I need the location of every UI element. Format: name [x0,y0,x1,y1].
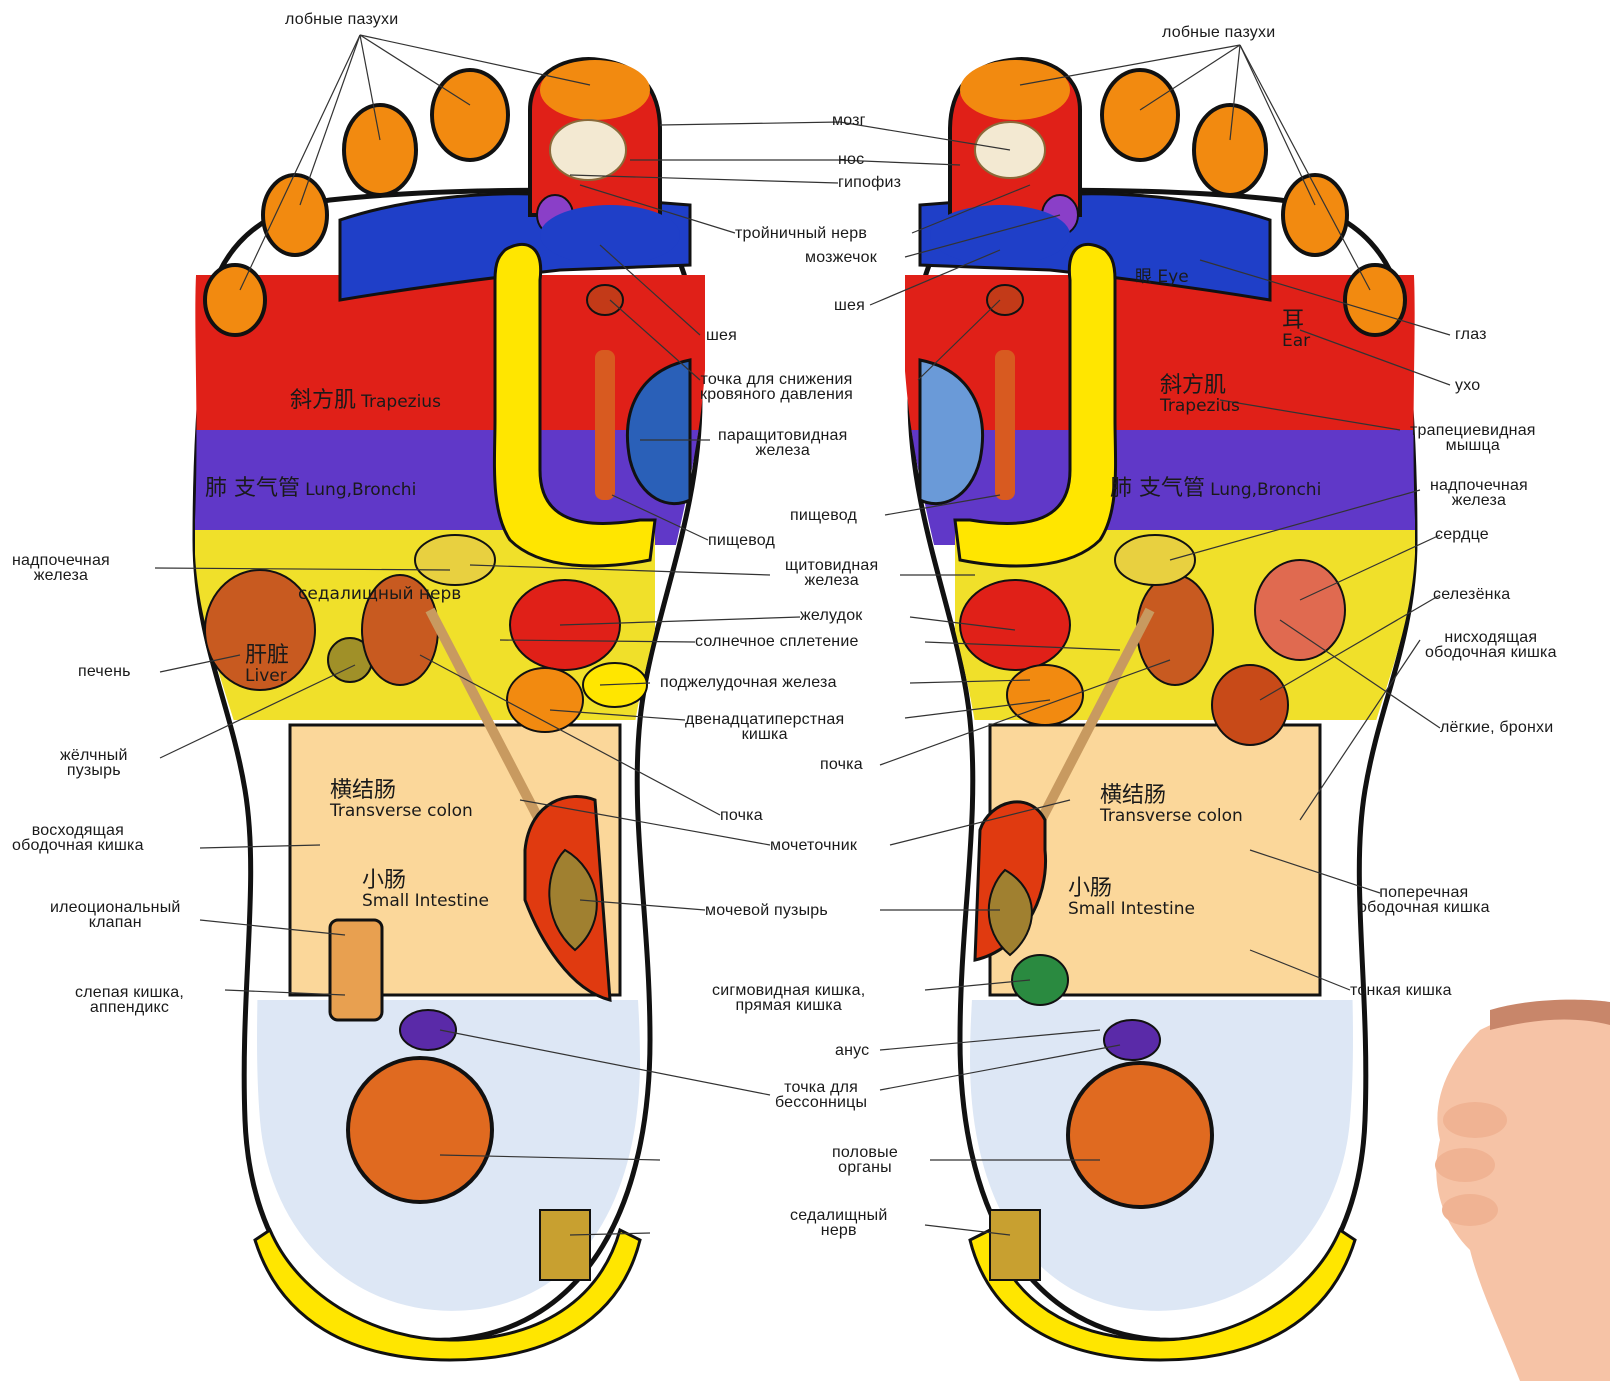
left-cecum [330,920,382,1020]
eye-label: глаз [1455,327,1487,342]
ureter-label: мочеточник [770,838,857,853]
left-esophagus [595,350,615,500]
kidney-label-left: почка [720,808,763,823]
stomach-label: желудок [800,608,863,623]
right-lung-zone-text: 肺 支气管 Lung,Bronchi [1110,478,1321,500]
right-heart [1255,560,1345,660]
heart-label: сердце [1435,527,1489,542]
right-sigmoid [1012,955,1068,1005]
right-trapezius-zone-text: 斜方肌 Trapezius [1160,375,1240,415]
right-sciatic [990,1210,1040,1280]
left-adrenal [415,535,495,585]
right-esophagus [995,350,1015,500]
pituitary-label: гипофиз [838,175,901,190]
left-toe-5 [205,265,265,335]
left-brain-zone [550,120,626,180]
right-bp-point [987,285,1023,315]
liver-label: печень [78,664,131,679]
left-duodenum [507,668,583,732]
right-frontal-sinus-label: лобные пазухи [1162,25,1275,40]
left-toe-2 [432,70,508,160]
right-ear-zone-text: 耳 Ear [1282,310,1310,350]
right-toe-2 [1102,70,1178,160]
solar-plexus-label: солнечное сплетение [695,634,859,649]
neck-label-right: шея [834,298,865,313]
sigmoid-label: сигмовидная кишка,прямая кишка [712,983,865,1013]
right-si-zone-text: 小肠 Small Intestine [1068,878,1195,918]
right-foot [905,59,1415,1360]
right-big-toe-tip [960,60,1070,120]
right-eye-zone-text: 眼 Eye [1135,268,1189,286]
hand-photo [1435,1000,1610,1381]
left-genitals [348,1058,492,1202]
left-big-toe-tip [540,60,650,120]
left-bp-point [587,285,623,315]
anus-label: анус [835,1043,869,1058]
neck-label-left: шея [706,328,737,343]
left-toe-3 [344,105,416,195]
right-genitals [1068,1063,1212,1207]
left-toe-4 [263,175,327,255]
left-lung-zone-text: 肺 支气管 Lung,Bronchi [205,478,416,500]
trigeminal-label: тройничный нерв [735,226,867,241]
right-adrenal [1115,535,1195,585]
esophagus-label-left: пищевод [708,533,775,548]
lungs-label: лёгкие, бронхи [1440,720,1553,735]
right-toe-5 [1345,265,1405,335]
left-frontal-sinus-label: лобные пазухи [285,12,398,27]
pancreas-label: поджелудочная железа [660,675,837,690]
left-sciatic-zone-text: седалищный нерв [298,585,461,603]
left-foot [195,59,705,1360]
nose-label: нос [838,152,864,167]
brain-label: мозг [832,113,866,128]
left-liver-zone-text: 肝脏 Liver [245,645,289,685]
right-spleen [1212,665,1288,745]
right-toe-3 [1194,105,1266,195]
left-si-zone-text: 小肠 Small Intestine [362,870,489,910]
left-anus [400,1010,456,1050]
kidney-label-right: почка [820,757,863,772]
left-neck-blue [540,205,680,265]
esophagus-label-right: пищевод [790,508,857,523]
left-trapezius-zone-text: 斜方肌 Trapezius [290,390,441,412]
right-kidney [1137,575,1213,685]
bladder-label: мочевой пузырь [705,903,828,918]
right-neck-blue [930,205,1070,265]
small-intestine-label: тонкая кишка [1350,983,1452,998]
cecum-label: слепая кишка,аппендикс [75,985,184,1015]
ear-label: ухо [1455,378,1480,393]
cerebellum-label: мозжечок [805,250,877,265]
right-anus [1104,1020,1160,1060]
left-sciatic [540,1210,590,1280]
left-colon-zone-text: 横结肠 Transverse colon [330,780,473,820]
right-colon-zone-text: 横结肠 Transverse colon [1100,785,1243,825]
spleen-label: селезёнка [1433,587,1510,602]
